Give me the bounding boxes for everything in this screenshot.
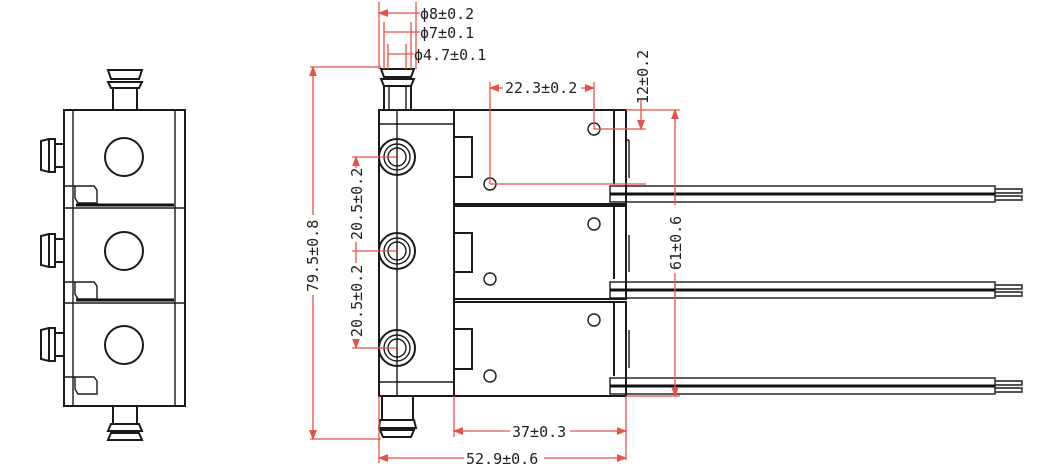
side-barb-2	[40, 232, 64, 269]
dim-outer-diameter: ϕ8±0.2	[420, 5, 474, 23]
dim-body-width: 37±0.3	[512, 423, 566, 441]
dim-body-span: 61±0.6	[667, 216, 685, 270]
dim-overall-height: 79.5±0.8	[304, 220, 322, 292]
coil-circle-3	[104, 325, 144, 365]
coil-circle-1	[104, 137, 144, 177]
lead-wire-pair-2	[609, 281, 1023, 299]
dim-hole-offset-y: 12±0.2	[634, 50, 652, 104]
front-top-barb	[379, 68, 416, 110]
bottom-barb-port	[106, 406, 144, 441]
lead-wire-pair-3	[609, 377, 1023, 395]
dim-pitch-1: 20.5±0.2	[348, 168, 366, 240]
side-barb-3	[40, 326, 64, 363]
dimension-annotations: ϕ8±0.2 ϕ7±0.1 ϕ4.7±0.1 22.3±0.2 12±0.2 6…	[304, 2, 685, 468]
front-view	[377, 68, 1023, 438]
coil-circle-2	[104, 231, 144, 271]
end-view	[40, 69, 186, 441]
dim-pitch-2: 20.5±0.2	[348, 265, 366, 337]
front-bottom-barb	[377, 396, 418, 438]
valve-body-3	[453, 301, 630, 397]
dim-hole-offset-x: 22.3±0.2	[505, 79, 577, 97]
valve-body-1	[453, 109, 630, 205]
dim-inner-diameter: ϕ4.7±0.1	[414, 46, 486, 64]
lead-wire-pair-1	[609, 185, 1023, 203]
dim-mid-diameter: ϕ7±0.1	[420, 24, 474, 42]
dim-overall-width: 52.9±0.6	[466, 450, 538, 468]
top-barb-port	[106, 69, 144, 110]
side-barb-1	[40, 137, 64, 174]
valve-body-2	[453, 205, 630, 300]
end-view-body-outline	[63, 109, 186, 407]
